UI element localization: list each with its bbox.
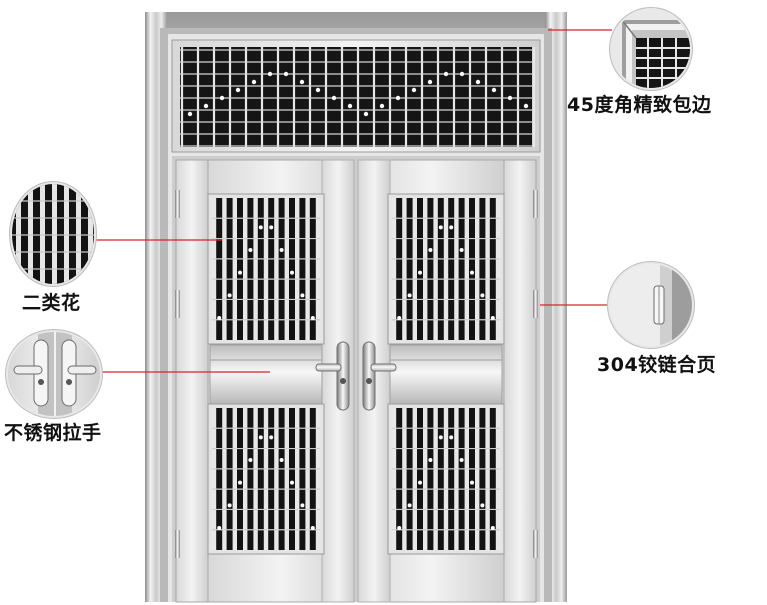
pattern-label: 二类花: [22, 292, 81, 314]
transom-window: [171, 39, 541, 153]
door-handles: [315, 341, 397, 411]
hinge-detail-circle: [608, 262, 694, 348]
side-leaf-left: [175, 159, 209, 603]
corner-detail-circle: [610, 8, 692, 90]
handle-detail-circle: [6, 330, 102, 418]
grille-panels: [207, 193, 505, 555]
side-leaf-right: [503, 159, 537, 603]
leader-lines: [95, 29, 612, 373]
hinge-label: 304铰链合页: [597, 354, 717, 376]
handle-label: 不锈钢拉手: [4, 422, 102, 444]
middle-rail: [209, 344, 503, 406]
hinges: [175, 190, 538, 558]
corner-label: 45度角精致包边: [567, 94, 712, 116]
pattern-detail-circle: [10, 182, 96, 286]
